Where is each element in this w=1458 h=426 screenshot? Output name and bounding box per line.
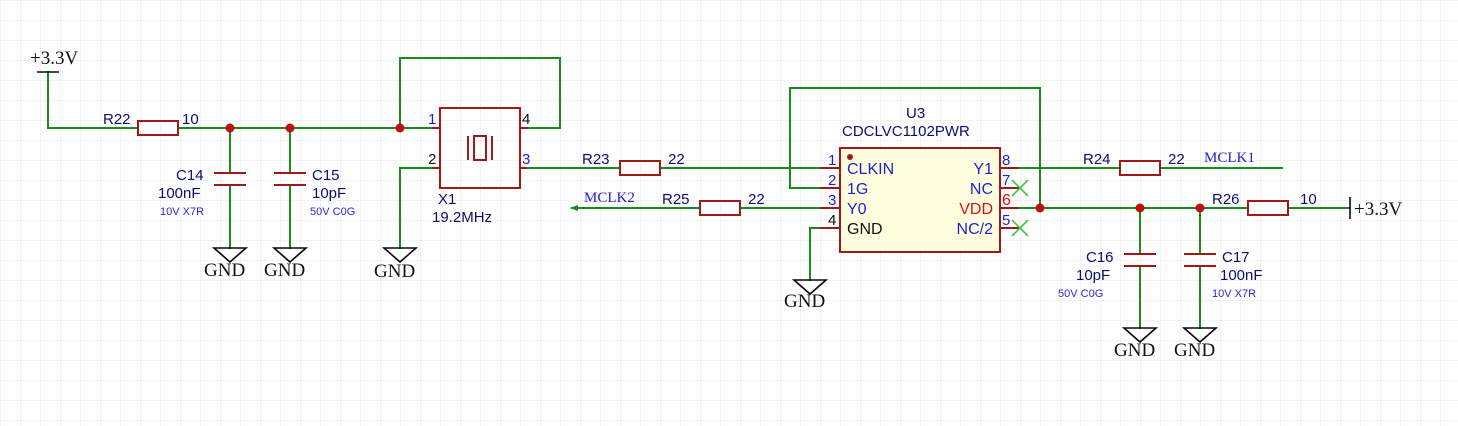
ground-symbol-c14[interactable]: GND — [204, 247, 249, 281]
gnd-label-c17: GND — [1174, 340, 1215, 361]
resistor-r22[interactable]: R22 10 — [103, 111, 199, 136]
net-label-mclk1: MCLK1 — [1204, 150, 1255, 166]
wires-u3-control[interactable] — [789, 87, 1041, 281]
junction-c17 — [1195, 203, 1205, 213]
u3-pin1-num: 1 — [828, 152, 836, 169]
capacitor-c15[interactable]: C15 10pF 50V C0G — [274, 167, 355, 218]
r22-value: 10 — [182, 111, 199, 128]
u3-pin3-num: 3 — [828, 192, 836, 209]
power-port-right[interactable]: +3.3V — [1349, 197, 1402, 220]
c17-value: 100nF — [1220, 267, 1263, 284]
c16-ref: C16 — [1086, 249, 1114, 266]
x1-pin2: 2 — [428, 151, 436, 168]
c17-ref: C17 — [1222, 249, 1250, 266]
resistor-r24[interactable]: R24 22 — [1083, 151, 1185, 176]
gnd-label-c15: GND — [264, 260, 305, 281]
r24-value: 22 — [1168, 151, 1185, 168]
c17-rating: 10V X7R — [1212, 288, 1256, 300]
crystal-x1[interactable]: 1 2 3 4 X1 19.2MHz — [428, 107, 530, 226]
r26-value: 10 — [1300, 191, 1317, 208]
r24-ref: R24 — [1083, 151, 1111, 168]
x1-value: 19.2MHz — [432, 209, 492, 226]
c14-ref: C14 — [176, 167, 204, 184]
ground-symbol-c17[interactable]: GND — [1174, 327, 1219, 361]
ground-symbol-x1[interactable]: GND — [374, 247, 419, 282]
wires-mclk2-net[interactable] — [570, 205, 821, 211]
junction-c15 — [285, 123, 295, 133]
c14-rating: 10V X7R — [160, 206, 204, 218]
u3-ref: U3 — [906, 105, 925, 122]
capacitor-c17[interactable]: C17 100nF 10V X7R — [1184, 249, 1263, 300]
r26-ref: R26 — [1212, 191, 1240, 208]
u3-pin8-name: Y1 — [973, 161, 993, 178]
u3-pin6-name: VDD — [959, 201, 993, 218]
c15-value: 10pF — [312, 185, 346, 202]
no-connect-pin7 — [1011, 179, 1029, 197]
gnd-label-c16: GND — [1114, 340, 1155, 361]
gnd-label-c14: GND — [204, 260, 245, 281]
r23-ref: R23 — [582, 151, 610, 168]
u3-pin2-name: 1G — [847, 181, 868, 198]
junction-vdd — [1035, 203, 1045, 213]
u3-part: CDCLVC1102PWR — [842, 123, 970, 140]
ground-symbol-u3[interactable]: GND — [784, 279, 829, 312]
r25-ref: R25 — [662, 191, 690, 208]
junction-c16 — [1135, 203, 1145, 213]
power-label-right: +3.3V — [1354, 199, 1402, 220]
junction-c14 — [225, 123, 235, 133]
gnd-label-x1: GND — [374, 261, 415, 282]
u3-pin2-num: 2 — [828, 172, 836, 189]
resistor-r25[interactable]: R25 22 — [662, 191, 765, 216]
resistor-r26[interactable]: R26 10 — [1212, 191, 1317, 216]
u3-pin7-name: NC — [970, 181, 993, 198]
net-label-mclk2: MCLK2 — [584, 190, 635, 206]
u3-pin5-name: NC/2 — [957, 221, 994, 238]
x1-pin3: 3 — [522, 151, 530, 168]
wires-vdd-net[interactable] — [1019, 207, 1351, 329]
c16-value: 10pF — [1076, 267, 1110, 284]
capacitor-c14[interactable]: C14 100nF 10V X7R — [158, 167, 246, 218]
r23-value: 22 — [668, 151, 685, 168]
u3-pin4-num: 4 — [828, 212, 836, 229]
u3-pin3-name: Y0 — [847, 201, 867, 218]
c15-rating: 50V C0G — [310, 206, 355, 218]
u3-pin5-num: 5 — [1002, 212, 1010, 229]
x1-pin1: 1 — [428, 111, 436, 128]
capacitor-c16[interactable]: C16 10pF 50V C0G — [1058, 249, 1156, 300]
ground-symbol-c15[interactable]: GND — [264, 247, 309, 281]
x1-ref: X1 — [438, 191, 456, 208]
r25-value: 22 — [748, 191, 765, 208]
u3-pin4-name: GND — [847, 221, 883, 238]
power-port-left[interactable]: +3.3V — [30, 48, 78, 73]
c15-ref: C15 — [312, 167, 340, 184]
u3-pin1-name: CLKIN — [847, 161, 894, 178]
resistor-r23[interactable]: R23 22 — [582, 151, 685, 176]
u3-pin8-num: 8 — [1002, 152, 1010, 169]
junction-x1-loop — [395, 123, 405, 133]
u3-pin7-num: 7 — [1002, 172, 1010, 189]
power-label-left: +3.3V — [30, 48, 78, 69]
u3-pin6-num: 6 — [1002, 192, 1011, 209]
c14-value: 100nF — [158, 185, 201, 202]
gnd-label-u3: GND — [784, 291, 825, 312]
r22-ref: R22 — [103, 111, 131, 128]
ic-u3[interactable]: U3 CDCLVC1102PWR 1 2 3 4 CLKIN 1G Y0 GND… — [820, 105, 1020, 253]
x1-pin4: 4 — [522, 111, 530, 128]
c16-rating: 50V C0G — [1058, 288, 1103, 300]
ground-symbol-c16[interactable]: GND — [1114, 327, 1159, 361]
no-connect-pin5 — [1011, 219, 1029, 237]
